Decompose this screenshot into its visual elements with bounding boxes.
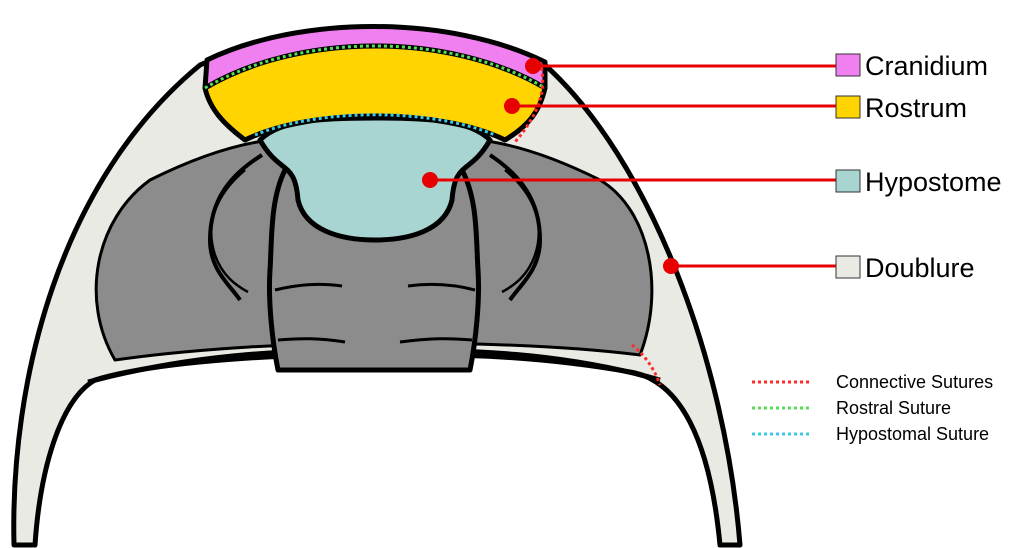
- legend-label-connective: Connective Sutures: [836, 372, 993, 392]
- swatch-hypostome: [836, 170, 860, 192]
- swatch-cranidium: [836, 54, 860, 76]
- pointer-dot-doublure: [663, 258, 679, 274]
- label-rostrum: Rostrum: [865, 93, 967, 123]
- pointer-dot-hypostome: [422, 172, 438, 188]
- pointer-dot-cranidium: [525, 58, 541, 74]
- label-hypostome: Hypostome: [865, 167, 1002, 197]
- legend-label-hypostomal: Hypostomal Suture: [836, 424, 989, 444]
- pointer-dot-rostrum: [504, 98, 520, 114]
- swatch-doublure: [836, 256, 860, 278]
- legend-label-rostral: Rostral Suture: [836, 398, 951, 418]
- swatch-rostrum: [836, 96, 860, 118]
- label-doublure: Doublure: [865, 253, 975, 283]
- label-cranidium: Cranidium: [865, 51, 988, 81]
